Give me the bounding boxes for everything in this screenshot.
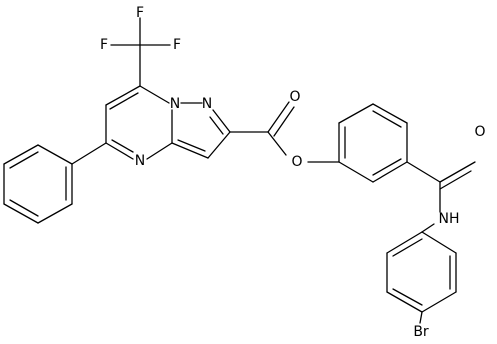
fluorine-left-label: F bbox=[100, 37, 108, 53]
bond-c7-n1 bbox=[139, 85, 170, 104]
bond-n2-c2 bbox=[212, 109, 231, 133]
bond-phenyl-5-inner bbox=[9, 151, 39, 169]
bond-n4-c3a bbox=[146, 142, 173, 160]
bond-bromophenyl-3 bbox=[386, 291, 423, 313]
bond-c-br bbox=[419, 311, 423, 324]
bromine-label: Br bbox=[413, 324, 429, 340]
bond-n2-c2-inner bbox=[209, 116, 224, 135]
bond-central-2-inner bbox=[372, 158, 402, 176]
nitrogen-bridge-label: N bbox=[170, 96, 180, 112]
bond-c2-c3 bbox=[207, 131, 231, 159]
bond-c5-phenyl bbox=[71, 142, 107, 165]
bond-ester-carbonyl-inner bbox=[273, 106, 295, 137]
bond-central-1 bbox=[338, 161, 374, 183]
bond-bromophenyl-1 bbox=[386, 231, 423, 254]
bond-c3-c3a-inner bbox=[177, 139, 206, 152]
bond-phenyl-3 bbox=[3, 203, 39, 224]
bonds bbox=[3, 17, 476, 324]
bond-central-amide-carbon bbox=[406, 161, 441, 183]
bond-central-2 bbox=[372, 161, 408, 183]
bond-central-4-inner bbox=[372, 110, 402, 128]
oxygen-ester-carbonyl-label: O bbox=[289, 89, 300, 105]
bond-c5-n4 bbox=[105, 142, 134, 160]
bond-bromophenyl-1-inner bbox=[392, 238, 423, 257]
bond-phenyl-2 bbox=[37, 203, 73, 224]
bond-c7-c6-inner bbox=[109, 92, 139, 110]
bond-bromophenyl-3-inner bbox=[392, 288, 423, 306]
bond-amide-carbonyl bbox=[439, 161, 476, 183]
oxygen-ester-label: O bbox=[291, 154, 302, 170]
bond-phenyl-5 bbox=[3, 144, 39, 165]
bond-amide-n-aryl bbox=[421, 223, 435, 233]
bond-amide-carbonyl-inner bbox=[439, 170, 472, 190]
nitrogen-pyrimidine-label: N bbox=[135, 153, 145, 169]
bond-c5-n4-inner bbox=[111, 139, 134, 153]
bond-central-4 bbox=[372, 103, 408, 124]
bond-phenyl-6 bbox=[37, 144, 73, 165]
bond-c7-c6 bbox=[105, 85, 141, 106]
amide-nh-label: NH bbox=[439, 211, 460, 227]
fluorine-top-label: F bbox=[136, 5, 144, 21]
bond-ester-carbonyl bbox=[267, 101, 290, 133]
bond-bromophenyl-4 bbox=[421, 291, 457, 313]
bond-ester-c-o bbox=[267, 131, 287, 156]
oxygen-amide-carbonyl-label: O bbox=[474, 124, 485, 140]
nitrogen-pyrazole-label: N bbox=[202, 96, 212, 112]
fluorine-right-label: F bbox=[173, 37, 181, 53]
atom-labels: F F F N N N O O O NH Br bbox=[100, 5, 486, 340]
bond-phenyl-3-inner bbox=[9, 199, 39, 217]
bond-central-5 bbox=[338, 103, 374, 124]
bond-c3-c3a bbox=[171, 142, 209, 159]
bond-bromophenyl-6 bbox=[421, 231, 457, 254]
